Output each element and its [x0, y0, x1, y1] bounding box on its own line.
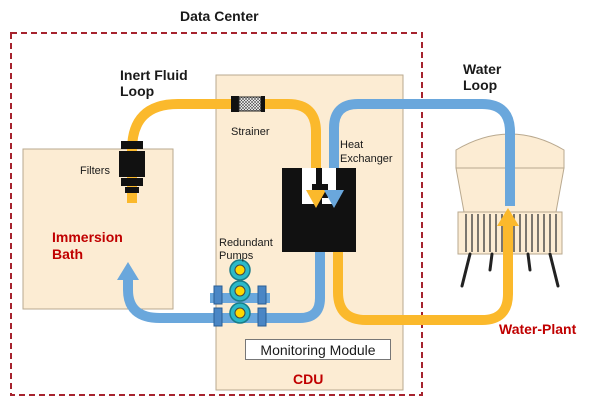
water-warm-arrow: [497, 208, 519, 226]
water-loop-label: Water Loop: [463, 61, 501, 93]
redundant-pumps-label: Redundant Pumps: [219, 237, 273, 263]
water-loop-line1: Water: [463, 61, 502, 77]
return-arrow: [117, 262, 139, 280]
immersion-bath-label: Immersion Bath: [52, 229, 123, 263]
inert-fluid-loop-label: Inert Fluid Loop: [120, 67, 188, 99]
immersion-bath-line1: Immersion: [52, 229, 123, 245]
inert-fluid-return-pipe: [123, 210, 325, 323]
heat-exchanger: [282, 168, 356, 252]
strainer: [231, 96, 265, 112]
inert-fluid-supply-pipe: [127, 99, 321, 203]
redundant-pumps: [210, 259, 270, 327]
redundant-pumps-line2: Pumps: [219, 250, 254, 262]
filters-label: Filters: [80, 165, 110, 177]
monitoring-module-box: Monitoring Module: [245, 339, 391, 360]
strainer-label: Strainer: [231, 126, 270, 138]
water-loop-cold-pipe: [329, 99, 515, 206]
water-loop-line2: Loop: [463, 77, 498, 93]
water-plant-warm-pipe: [333, 210, 513, 325]
data-center-title: Data Center: [180, 8, 259, 24]
redundant-pumps-line1: Redundant: [219, 237, 273, 249]
immersion-bath: [22, 148, 174, 310]
immersion-bath-line2: Bath: [52, 246, 84, 262]
inert-fluid-loop-line1: Inert Fluid: [120, 67, 188, 83]
cdu-label: CDU: [293, 371, 324, 387]
filters: [119, 141, 145, 193]
heat-exchanger-label: Heat Exchanger: [340, 138, 393, 166]
heat-exchanger-line2: Exchanger: [340, 153, 393, 165]
heat-exchanger-line1: Heat: [340, 139, 364, 151]
data-center-boundary: [10, 32, 423, 396]
inert-fluid-loop-line2: Loop: [120, 83, 155, 99]
water-plant-label: Water-Plant: [499, 321, 577, 337]
